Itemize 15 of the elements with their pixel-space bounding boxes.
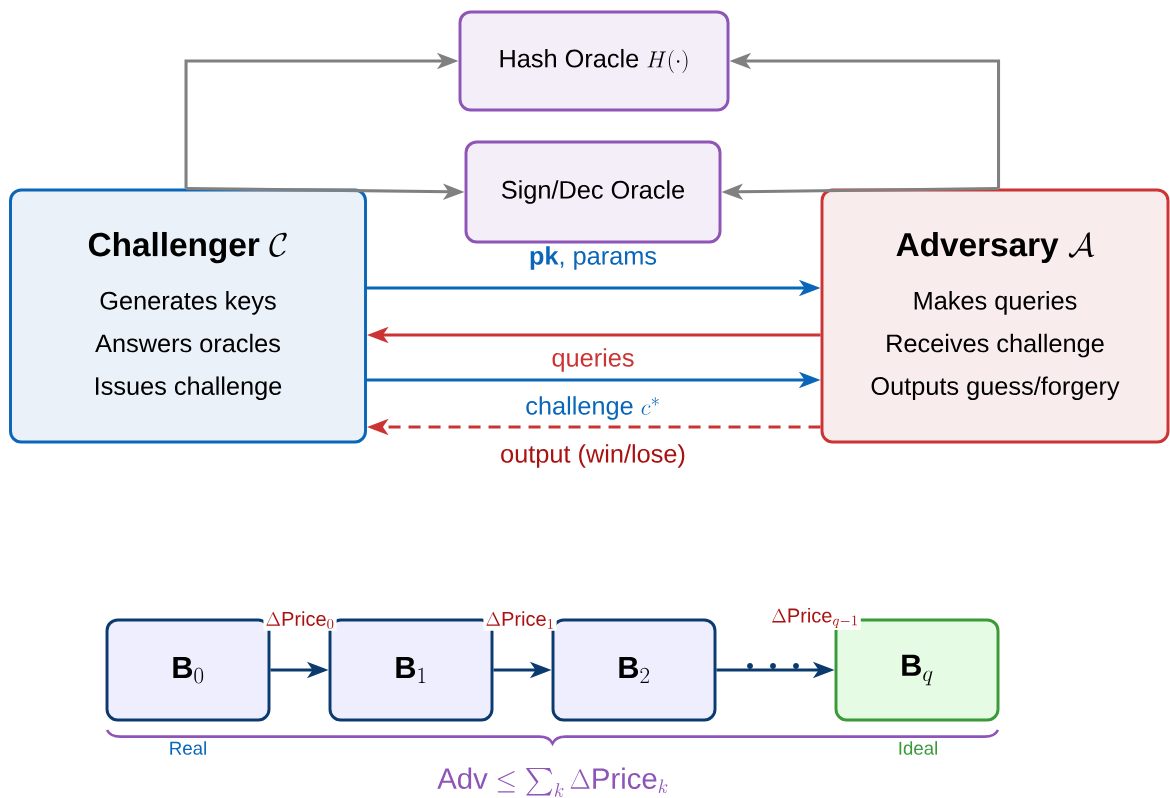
bound-formula: $\text{Adv} \leq \sum_k \Delta\text{Price}_k$ xyxy=(437,767,668,797)
oracle-box: $\text{Hash Oracle } H(\cdot)$ xyxy=(458,10,730,112)
edge-label: $\Delta\text{Price}_{q-1}$ xyxy=(769,605,861,631)
brace-label: Real xyxy=(170,741,206,755)
edge-label: queries xyxy=(549,346,637,374)
hybrid-box: $\mathbf{B}_2$ xyxy=(551,618,717,722)
adversary-box: $\textbf{Adversary } \mathcal{A}$ Makes queries Receives challenge Outputs guess/forgery xyxy=(820,188,1170,444)
edge-label: pk, params xyxy=(526,244,660,272)
oracle-box: Sign/Dec Oracle xyxy=(464,140,722,244)
edge-label: $\text{challenge } c^*$ xyxy=(523,394,663,422)
edge-label: $\Delta\text{Price}_0$ xyxy=(263,609,337,631)
brace-label: Ideal xyxy=(899,741,937,755)
edge-label: output (win/lose) xyxy=(498,442,688,470)
challenger-box: $\textbf{Challenger } \mathcal{C}$ Generates keys Answers oracles Issues challenge xyxy=(9,188,367,444)
edge-label: $\Delta\text{Price}_1$ xyxy=(483,609,557,631)
